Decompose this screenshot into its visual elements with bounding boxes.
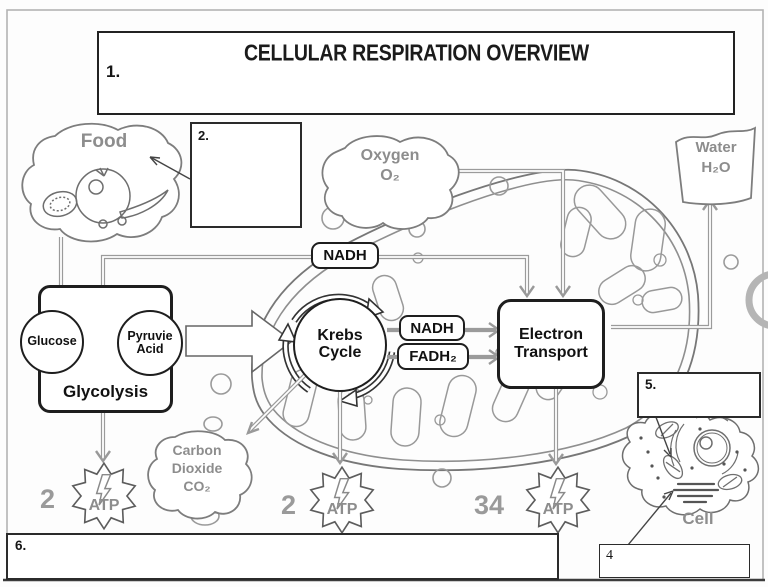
- co2-label-1: Carbon: [172, 442, 222, 458]
- co2-cloud: [147, 430, 253, 520]
- pyruvic-label-1: Pyruvie: [127, 328, 173, 343]
- atp-count-krebs: 2: [281, 490, 297, 520]
- oxygen-cloud: [321, 135, 460, 230]
- food-illustration: [42, 167, 169, 229]
- golgi-apparatus: [672, 482, 720, 504]
- title-box: CELLULAR RESPIRATION OVERVIEW 1.: [97, 31, 735, 115]
- electron-transport-label-1: Electron: [518, 325, 583, 343]
- nadh-glycolysis-label: NADH: [323, 247, 367, 264]
- electron-transport-box: Electron Transport: [497, 299, 605, 389]
- atp-count-electron: 34: [474, 490, 505, 520]
- cell-label: Cell: [682, 509, 714, 528]
- answer-box-6[interactable]: 6.: [6, 533, 559, 580]
- atp-stars: [71, 461, 591, 535]
- nadh-krebs-pill: NADH: [399, 315, 465, 341]
- pyruvic-acid-node: Pyruvie Acid: [117, 310, 183, 376]
- glucose-node: Glucose: [20, 310, 84, 374]
- atp-count-glycolysis: 2: [40, 484, 56, 514]
- krebs-cycle-node: Krebs Cycle: [293, 298, 387, 392]
- answer-number-5: 5.: [645, 377, 657, 392]
- fadh2-label: FADH₂: [409, 348, 457, 365]
- atp-label-2: ATP: [326, 501, 358, 518]
- krebs-label-1: Krebs: [317, 327, 363, 345]
- oxygen-formula: O₂: [380, 167, 400, 184]
- answer-box-4[interactable]: 4: [599, 544, 750, 578]
- glucose-label: Glucose: [27, 334, 77, 349]
- oxygen-label: Oxygen: [360, 147, 420, 164]
- co2-label-2: Dioxide: [171, 460, 223, 476]
- fadh2-pill: FADH₂: [397, 343, 469, 370]
- glycolysis-to-krebs-arrow: [185, 309, 294, 374]
- electron-transport-label-2: Transport: [514, 344, 588, 361]
- atp-label-3: ATP: [542, 501, 574, 518]
- cell-drawing: [621, 410, 760, 516]
- co2-formula: CO₂: [183, 478, 211, 494]
- food-cloud: [21, 122, 183, 243]
- page-border: [3, 9, 765, 582]
- lightning-icon: [549, 477, 566, 510]
- page-title: CELLULAR RESPIRATION OVERVIEW: [243, 41, 589, 66]
- krebs-ring-arrows: [277, 293, 396, 408]
- cytoplasm-dots: [639, 427, 747, 499]
- answer-box-2[interactable]: 2.: [190, 122, 302, 228]
- answer-number-4: 4: [606, 548, 613, 563]
- water-label: Water: [695, 139, 737, 156]
- nadh-krebs-label: NADH: [410, 319, 454, 337]
- answer-number-2: 2.: [198, 128, 209, 143]
- nucleolus: [699, 436, 713, 450]
- nadh-glycolysis-pill: NADH: [311, 242, 379, 269]
- glycolysis-label: Glycolysis: [62, 382, 149, 402]
- nucleus: [693, 429, 731, 467]
- water-formula: H₂O: [701, 159, 731, 176]
- atp-label-1: ATP: [88, 497, 120, 514]
- answer-box-5[interactable]: 5.: [637, 372, 761, 418]
- lightning-icon: [95, 473, 112, 506]
- water-cup: [675, 126, 756, 206]
- pyruvic-label-2: Acid: [136, 342, 164, 356]
- food-label: Food: [80, 131, 128, 152]
- answer-number-6: 6.: [15, 538, 27, 553]
- krebs-label-2: Cycle: [318, 344, 362, 361]
- lightning-icon: [333, 477, 350, 510]
- answer-number-1[interactable]: 1.: [106, 62, 121, 81]
